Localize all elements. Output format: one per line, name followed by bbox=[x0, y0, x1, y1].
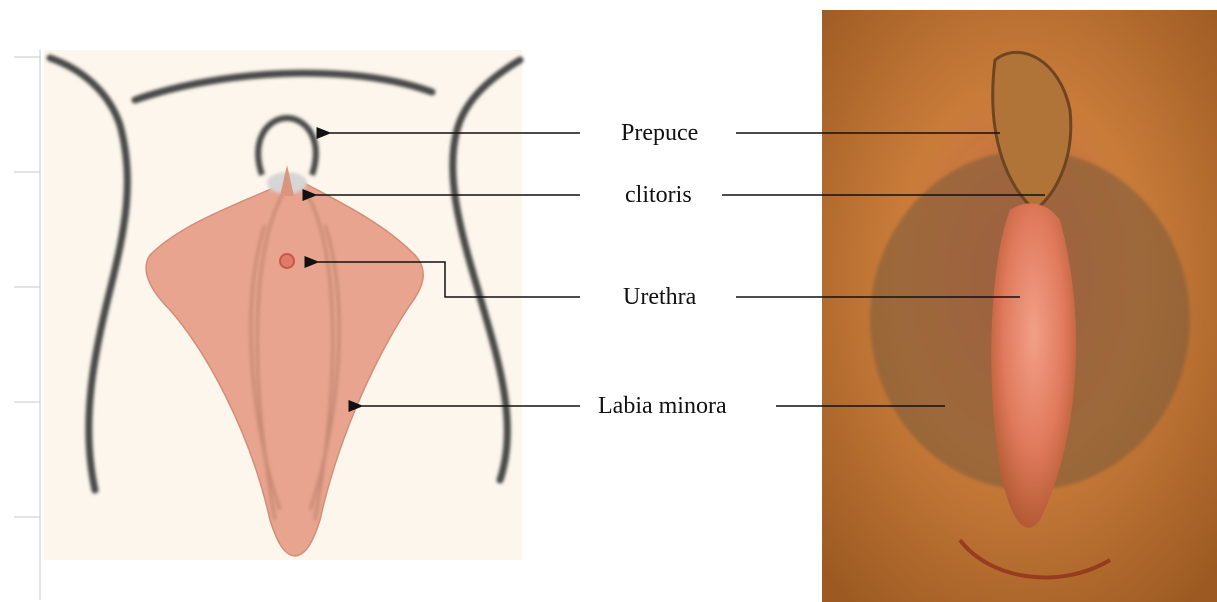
label-clitoris: clitoris bbox=[625, 183, 692, 207]
urethra-opening bbox=[280, 254, 294, 268]
photo-panel bbox=[822, 10, 1217, 602]
label-prepuce: Prepuce bbox=[621, 121, 698, 145]
left-ruler bbox=[14, 50, 40, 600]
label-urethra: Urethra bbox=[623, 285, 696, 309]
label-labia-minora: Labia minora bbox=[598, 394, 727, 418]
